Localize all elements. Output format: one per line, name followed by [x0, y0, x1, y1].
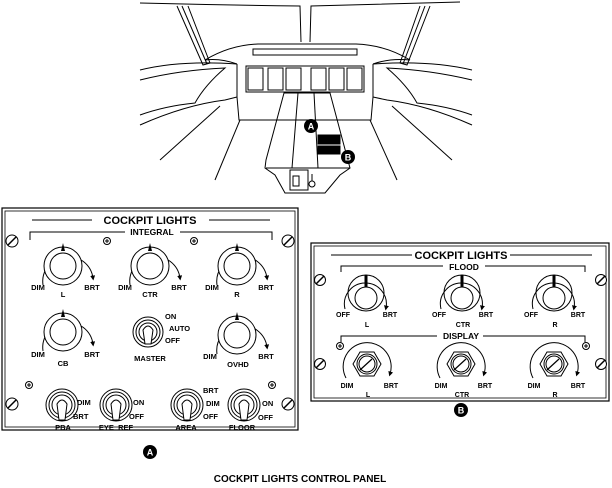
area-brt-label: BRT — [203, 386, 219, 395]
phillips-screw — [268, 381, 276, 389]
knob-ovhd-name: OVHD — [227, 360, 249, 369]
area-name: AREA — [175, 423, 197, 432]
flood-ctr-max-label: BRT — [479, 312, 494, 319]
flood-l-max-label: BRT — [383, 312, 398, 319]
toggle-area[interactable] — [170, 388, 204, 422]
display-r-min-label: DIM — [528, 383, 541, 390]
display-ctr-min-label: DIM — [435, 383, 448, 390]
mounting-screw — [595, 358, 607, 370]
cockpit-overview — [139, 1, 473, 194]
svg-text:B: B — [458, 406, 465, 416]
pba-dim-label: DIM — [77, 398, 91, 407]
phillips-screw — [582, 342, 590, 350]
flood-l-min-label: OFF — [336, 312, 351, 319]
integral-knob-r[interactable] — [216, 243, 270, 286]
overview-callout-b: B — [341, 150, 355, 164]
display-knob-ctr[interactable] — [436, 342, 488, 379]
display-knob-r[interactable] — [529, 342, 581, 379]
display-knob-l[interactable] — [342, 342, 394, 379]
knob-cb-max-label: BRT — [84, 350, 100, 359]
display-l-name: L — [366, 392, 371, 399]
flood-r-max-label: BRT — [571, 312, 586, 319]
area-dim-label: DIM — [206, 399, 220, 408]
svg-text:B: B — [345, 153, 352, 163]
mounting-screw — [281, 397, 295, 411]
phillips-screw — [190, 237, 198, 245]
panel-a: COCKPIT LIGHTS INTEGRAL DIM BRT L DIM — [1, 207, 299, 432]
flood-l-name: L — [365, 322, 370, 329]
floor-off-label: OFF — [258, 413, 273, 422]
display-r-name: R — [552, 392, 557, 399]
toggle-floor[interactable] — [227, 388, 261, 422]
phillips-screw — [336, 342, 344, 350]
knob-cb-name: CB — [58, 359, 69, 368]
knob-r-name: R — [234, 290, 240, 299]
knob-r-max-label: BRT — [258, 283, 274, 292]
floor-name: FLOOR — [229, 423, 256, 432]
flood-knob-r[interactable] — [531, 274, 577, 312]
display-ctr-name: CTR — [455, 392, 469, 399]
master-name: MASTER — [134, 354, 166, 363]
display-ctr-max-label: BRT — [478, 383, 493, 390]
eye-ref-off-label: OFF — [129, 412, 144, 421]
knob-r-min-label: DIM — [205, 283, 219, 292]
panel-a-callout: A — [143, 445, 157, 459]
flood-group-label: FLOOD — [449, 262, 479, 272]
flood-r-name: R — [552, 322, 557, 329]
knob-l-min-label: DIM — [31, 283, 45, 292]
master-auto-label: AUTO — [169, 324, 190, 333]
integral-knob-l[interactable] — [42, 243, 96, 286]
eye-ref-name: EYE REF — [99, 423, 134, 432]
flood-ctr-name: CTR — [456, 322, 470, 329]
integral-knob-ctr[interactable] — [129, 243, 183, 286]
display-l-max-label: BRT — [384, 383, 399, 390]
knob-cb-min-label: DIM — [31, 350, 45, 359]
mounting-screw — [314, 358, 326, 370]
panel-b: COCKPIT LIGHTS FLOOD DISPLAY OFF BRT L O… — [310, 242, 610, 402]
svg-text:A: A — [147, 448, 154, 458]
display-r-max-label: BRT — [571, 383, 586, 390]
panel-b-callout: B — [454, 403, 468, 417]
figure-caption: COCKPIT LIGHTS CONTROL PANEL — [214, 474, 386, 485]
knob-ovhd-min-label: DIM — [203, 352, 217, 361]
flood-ctr-min-label: OFF — [432, 312, 447, 319]
pba-name: PBA — [55, 423, 71, 432]
integral-group-label: INTEGRAL — [130, 227, 173, 237]
panel-a-title: COCKPIT LIGHTS — [104, 215, 197, 227]
phillips-screw — [25, 381, 33, 389]
knob-l-name: L — [61, 290, 66, 299]
knob-l-max-label: BRT — [84, 283, 100, 292]
overview-callout-a: A — [304, 119, 318, 133]
svg-text:A: A — [308, 122, 315, 132]
mounting-screw — [281, 234, 295, 248]
eye-ref-on-label: ON — [133, 398, 144, 407]
toggle-eye-ref[interactable] — [99, 388, 133, 422]
knob-ctr-min-label: DIM — [118, 283, 132, 292]
master-off-label: OFF — [165, 336, 180, 345]
knob-ctr-max-label: BRT — [171, 283, 187, 292]
mounting-screw — [314, 274, 326, 286]
knob-ovhd-max-label: BRT — [258, 352, 274, 361]
pba-brt-label: BRT — [73, 412, 89, 421]
panel-b-title: COCKPIT LIGHTS — [415, 250, 508, 262]
flood-knob-l[interactable] — [343, 274, 389, 312]
master-switch[interactable] — [132, 316, 164, 348]
integral-knob-cb[interactable] — [42, 309, 96, 352]
knob-ctr-name: CTR — [142, 290, 158, 299]
mounting-screw — [5, 397, 19, 411]
master-on-label: ON — [165, 312, 176, 321]
flood-r-min-label: OFF — [524, 312, 539, 319]
display-l-min-label: DIM — [341, 383, 354, 390]
integral-knob-ovhd[interactable] — [216, 312, 270, 355]
toggle-pba[interactable] — [45, 388, 79, 422]
mounting-screw — [595, 274, 607, 286]
display-group-label: DISPLAY — [443, 331, 479, 341]
floor-on-label: ON — [262, 399, 273, 408]
phillips-screw — [103, 237, 111, 245]
area-off-label: OFF — [203, 412, 218, 421]
mounting-screw — [5, 234, 19, 248]
flood-knob-ctr[interactable] — [439, 274, 485, 312]
